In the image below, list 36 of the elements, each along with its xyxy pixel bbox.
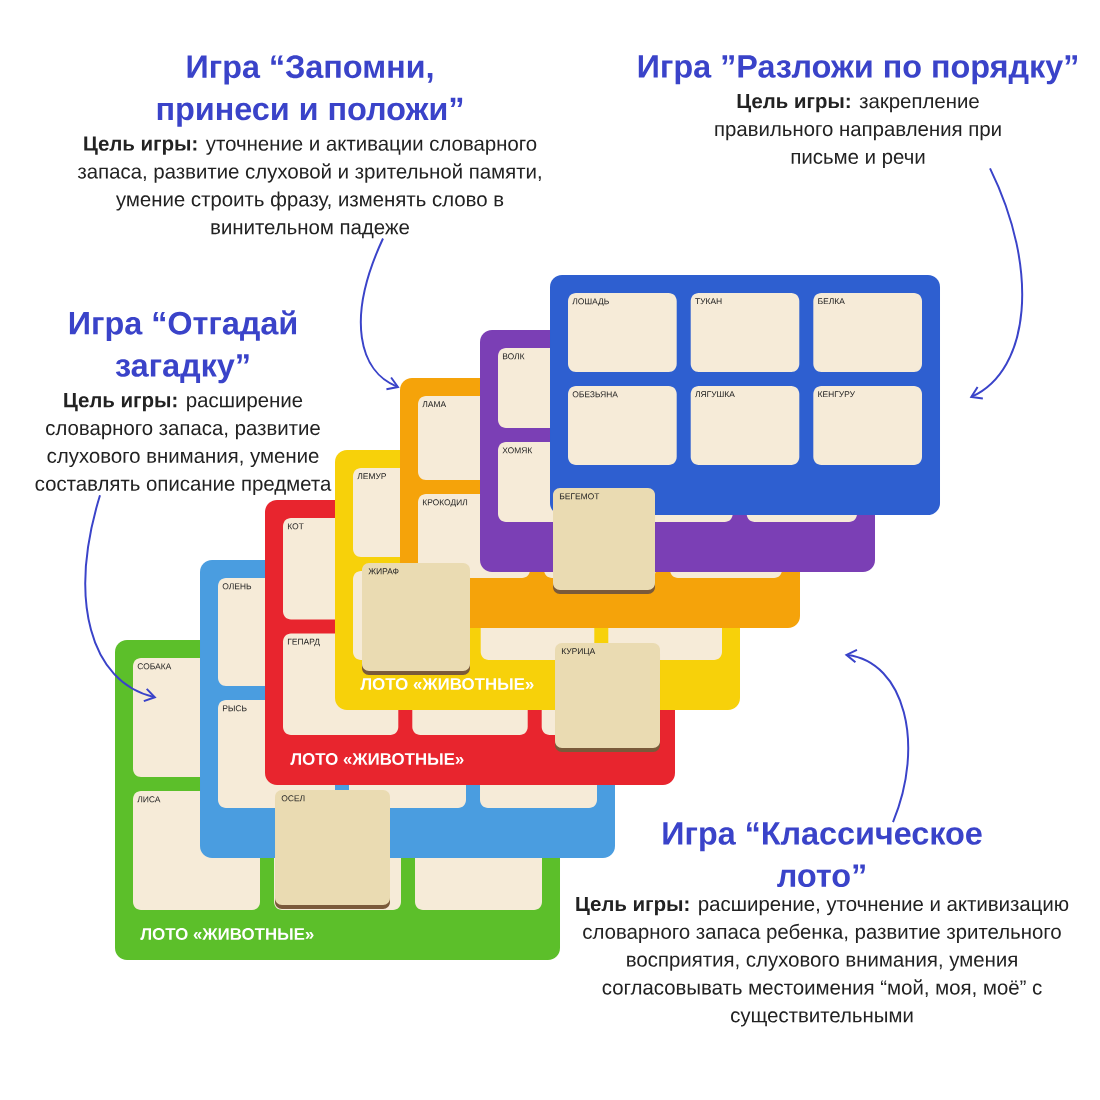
- board-title: ЛОТО «ЖИВОТНЫЕ»: [360, 678, 534, 690]
- card-label: КРОКОДИЛ: [422, 499, 468, 507]
- description: Цель игры: закрепление правильного направления при письме и речи: [715, 94, 1001, 169]
- heading: Игра ”Разложи по порядку”: [638, 55, 1077, 85]
- card-label: ОБЕЗЬЯНА: [572, 391, 618, 398]
- card-label: КЕНГУРУ: [818, 391, 855, 398]
- curved-arrow: [84, 494, 157, 703]
- card-label: ОСЕЛ: [281, 795, 305, 802]
- heading: Игра “Отгадай загадку”: [69, 310, 296, 384]
- curved-arrow: [969, 167, 1024, 400]
- board-title: ЛОТО «ЖИВОТНЫЕ»: [290, 753, 464, 765]
- description: Цель игры: уточнение и активации словарного запаса, развитие слуховой и зрительной памяти, умение строить фразу, изменять слово в винительном падеже: [77, 136, 541, 239]
- card-label: ТУКАН: [695, 298, 722, 305]
- card-label: КОТ: [287, 523, 304, 530]
- card-label: БЕГЕМОТ: [559, 493, 600, 500]
- card-label: ГЕПАРД: [287, 638, 320, 647]
- curved-arrow: [359, 237, 400, 391]
- card-label: ЛИСА: [137, 796, 161, 803]
- card-label: ОЛЕНЬ: [222, 583, 252, 590]
- description: Цель игры: расширение, уточнение и активизацию словарного запаса ребенка, развитие зрительного восприятия, слухового внимания, умения согласовывать местоимения “мой, моя, моё” с существительными: [576, 896, 1069, 1027]
- card-label: ЖИРАФ: [368, 568, 399, 575]
- curved-arrow: [844, 648, 910, 823]
- card-label: ЛАМА: [422, 401, 447, 408]
- card-label: ЛЯГУШКА: [695, 391, 735, 398]
- card-label: ЛОШАДЬ: [572, 298, 609, 306]
- description: Цель игры: расширение словарного запаса, развитие слухового внимания, умение составлять описание предмета: [35, 393, 332, 495]
- board-title: ЛОТО «ЖИВОТНЫЕ»: [140, 928, 314, 940]
- card-label: БЕЛКА: [818, 298, 845, 305]
- heading: Игра “Классическое лото”: [663, 822, 982, 888]
- heading: Игра “Запомни, принеси и положи”: [157, 55, 463, 127]
- card-label: СОБАКА: [137, 663, 172, 670]
- card-label: ЛЕМУР: [357, 473, 386, 480]
- card-label: ВОЛК: [502, 353, 525, 360]
- card-label: КУРИЦА: [561, 648, 596, 656]
- card-label: РЫСЬ: [222, 705, 247, 712]
- card-label: ХОМЯК: [502, 447, 533, 454]
